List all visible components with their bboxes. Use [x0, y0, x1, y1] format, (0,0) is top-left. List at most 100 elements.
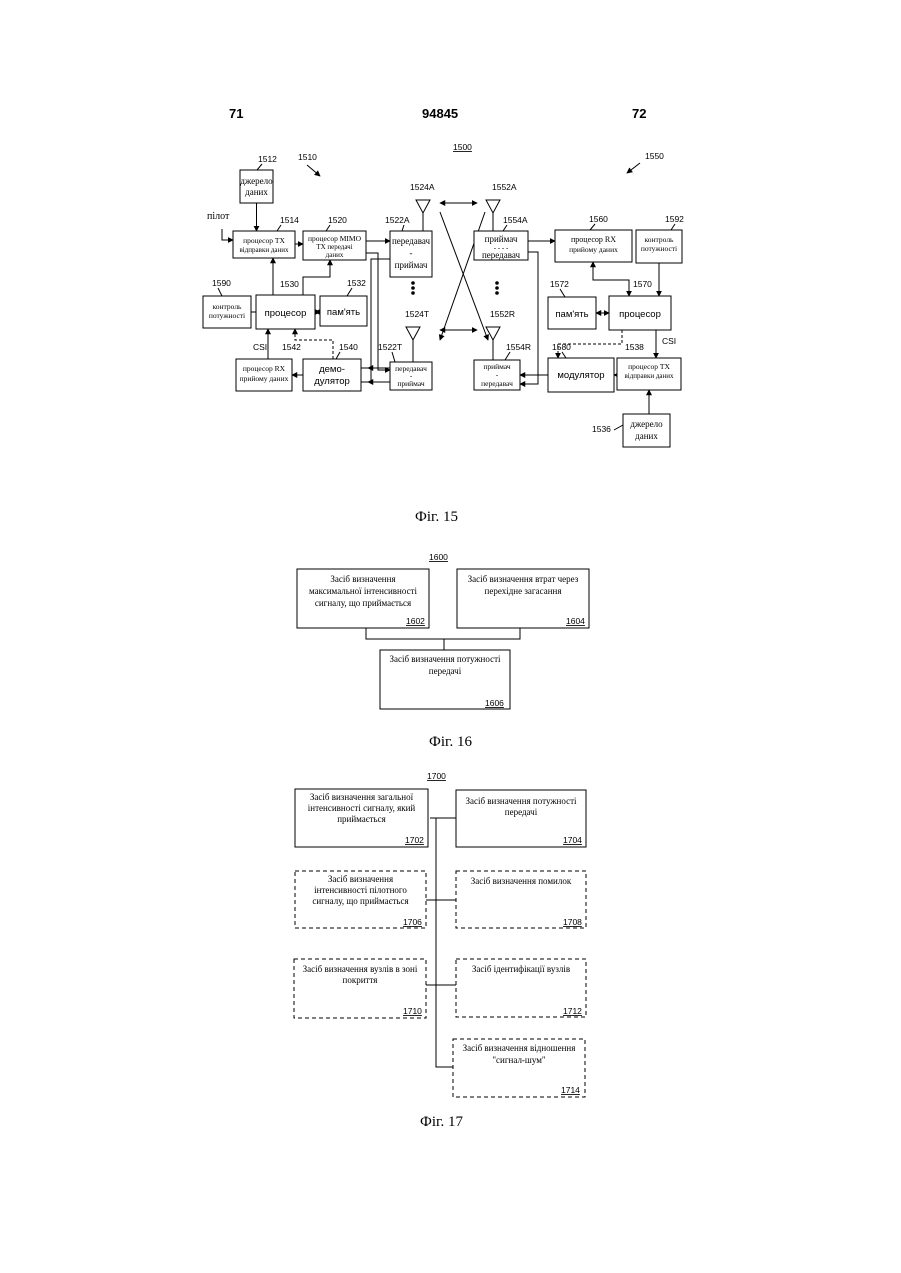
box-1714-num: 1714 — [561, 1085, 580, 1095]
box-1704-num: 1704 — [563, 835, 582, 845]
label-1592: 1592 — [665, 214, 684, 224]
label-1542: 1542 — [282, 342, 301, 352]
arrow-1550 — [627, 163, 640, 173]
rx-processor-right-line2: прийому даних — [569, 245, 618, 254]
box-1702-line2: інтенсивності сигналу, який — [308, 803, 416, 813]
box-1602-num: 1602 — [406, 616, 425, 626]
label-1530: 1530 — [280, 279, 299, 289]
processor-left-label: процесор — [265, 308, 307, 319]
power-control-right-line2: потужності — [641, 244, 677, 253]
box-1602-line3: сигналу, що приймається — [315, 598, 411, 608]
power-control-right-line1: контроль — [645, 235, 675, 244]
antenna-1524T — [406, 327, 420, 340]
mimo-line3: даних — [326, 251, 344, 259]
memory-right-label: пам'ять — [555, 309, 588, 320]
label-1554A: 1554A — [503, 215, 528, 225]
rx-processor-left-line2: прийому даних — [240, 374, 289, 383]
box-1706-line1: Засіб визначення — [328, 874, 393, 884]
box-1710-line2: покриття — [343, 975, 378, 985]
memory-left-label: пам'ять — [327, 307, 360, 318]
label-1552A: 1552A — [492, 182, 517, 192]
tx-processor-right-line2: відправки даних — [624, 372, 674, 380]
rx-processor-right-line1: процесор RX — [571, 235, 616, 244]
figure-15: 1500 1510 1550 1512 джерело даних пілот … — [203, 142, 684, 525]
box-1704-line2: передачі — [505, 807, 538, 817]
ellipsis-dots — [411, 281, 499, 295]
label-1538: 1538 — [625, 342, 644, 352]
fig15-caption: Фіг. 15 — [415, 509, 458, 525]
box-1710-line1: Засіб визначення вузлів в зоні — [303, 964, 418, 974]
data-source-line1: джерело — [240, 176, 273, 186]
box-1602-line2: максимальної інтенсивності — [309, 586, 418, 596]
box-1604-line2: перехідне загасання — [485, 586, 562, 596]
trx1-line3: приймач — [395, 260, 428, 270]
label-1570: 1570 — [633, 279, 652, 289]
label-1536: 1536 — [592, 424, 611, 434]
mimo-line1: процесор MIMO — [308, 234, 362, 243]
rx-processor-left-line1: процесор RX — [243, 364, 286, 373]
label-1512: 1512 — [258, 154, 277, 164]
data-source-right-line2: даних — [635, 431, 658, 441]
box-1708-num: 1708 — [563, 917, 582, 927]
figure-17: 1700 Засіб визначення загальної інтенсив… — [294, 771, 586, 1130]
fig17-caption: Фіг. 17 — [420, 1114, 463, 1130]
box-1602-line1: Засіб визначення — [330, 574, 395, 584]
power-control-left-line2: потужності — [209, 311, 245, 320]
fig17-ref: 1700 — [427, 771, 446, 781]
data-source-right-line1: джерело — [630, 419, 663, 429]
arrow-1510 — [307, 165, 320, 176]
power-control-left-line1: контроль — [213, 302, 243, 311]
label-1572: 1572 — [550, 279, 569, 289]
box-1712-num: 1712 — [563, 1006, 582, 1016]
label-1514: 1514 — [280, 215, 299, 225]
tx-processor-right-line1: процесор TX — [628, 362, 670, 371]
label-1522A: 1522A — [385, 215, 410, 225]
tx-processor-line1: процесор TX — [243, 236, 285, 245]
rcv1-line1: приймач — [485, 234, 518, 244]
label-1554R: 1554R — [506, 342, 531, 352]
box-1702-line3: приймається — [337, 814, 386, 824]
tx-processor-line2: відправки даних — [239, 246, 289, 254]
label-1540: 1540 — [339, 342, 358, 352]
demodulator-line2: дулятор — [314, 376, 350, 387]
label-1522T: 1522T — [378, 342, 402, 352]
box-1706-num: 1706 — [403, 917, 422, 927]
box-1606-line2: передачі — [429, 666, 462, 676]
label-1520: 1520 — [328, 215, 347, 225]
label-1532: 1532 — [347, 278, 366, 288]
label-1552R: 1552R — [490, 309, 515, 319]
rcv2-line1: приймач — [483, 362, 511, 371]
label-1550: 1550 — [645, 151, 664, 161]
pilot-label: пілот — [207, 211, 230, 222]
box-1702-num: 1702 — [405, 835, 424, 845]
trx1-line1: передавач — [392, 236, 431, 246]
box-1708-line1: Засіб визначення помилок — [471, 876, 572, 886]
label-1590: 1590 — [212, 278, 231, 288]
box-1702-line1: Засіб визначення загальної — [310, 792, 414, 802]
label-1580: 1580 — [552, 342, 571, 352]
data-source-line2: даних — [245, 187, 268, 197]
fig15-ref: 1500 — [453, 142, 472, 152]
antenna-1552R — [486, 327, 500, 340]
box-1606-num: 1606 — [485, 698, 504, 708]
box-1712-line1: Засіб ідентифікації вузлів — [472, 964, 570, 974]
figure-16: 1600 Засіб визначення максимальної інтен… — [297, 552, 589, 750]
demodulator-line1: демо- — [319, 364, 345, 375]
antenna-1552A — [486, 200, 500, 213]
box-1604-line1: Засіб визначення втрат через — [468, 574, 579, 584]
box-1714-line2: "сигнал-шум" — [492, 1055, 546, 1065]
antenna-1524A — [416, 200, 430, 213]
csi-right: CSI — [662, 336, 676, 346]
csi-left: CSI — [253, 342, 267, 352]
box-1710-num: 1710 — [403, 1006, 422, 1016]
mimo-line2: TX передачі — [316, 243, 352, 251]
label-1524T: 1524T — [405, 309, 429, 319]
box-1704-line1: Засіб визначення потужності — [465, 796, 577, 806]
fig16-ref: 1600 — [429, 552, 448, 562]
fig16-caption: Фіг. 16 — [429, 734, 472, 750]
box-1706-line3: сигналу, що приймається — [312, 896, 408, 906]
trx1-line2: - — [410, 248, 413, 258]
box-1606-line1: Засіб визначення потужності — [389, 654, 501, 664]
processor-right-label: процесор — [619, 309, 661, 320]
